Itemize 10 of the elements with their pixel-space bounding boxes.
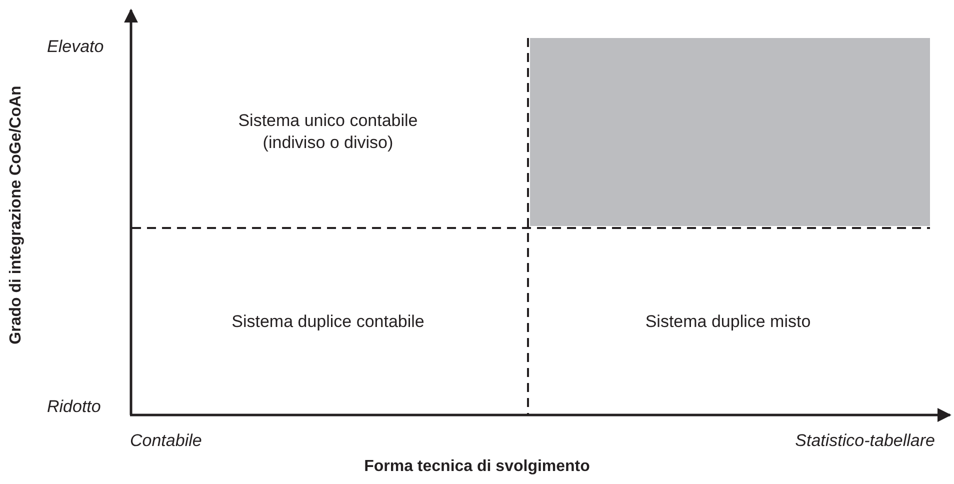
shaded-region: [530, 38, 930, 226]
axis-title: Grado di integrazione CoGe/CoAn: [6, 86, 25, 344]
axis-tick-label: Elevato: [47, 36, 104, 58]
quadrant-label: Sistema unico contabile (indiviso o diviso): [237, 110, 419, 154]
axis-tick-label: Contabile: [130, 430, 202, 452]
quadrant-label: Sistema duplice contabile: [232, 311, 424, 333]
quadrant-label: Sistema duplice misto: [645, 311, 811, 333]
axis-tick-label: Statistico-tabellare: [795, 430, 935, 452]
axis-tick-label: Ridotto: [47, 396, 101, 418]
axis-title: Forma tecnica di svolgimento: [364, 457, 590, 477]
